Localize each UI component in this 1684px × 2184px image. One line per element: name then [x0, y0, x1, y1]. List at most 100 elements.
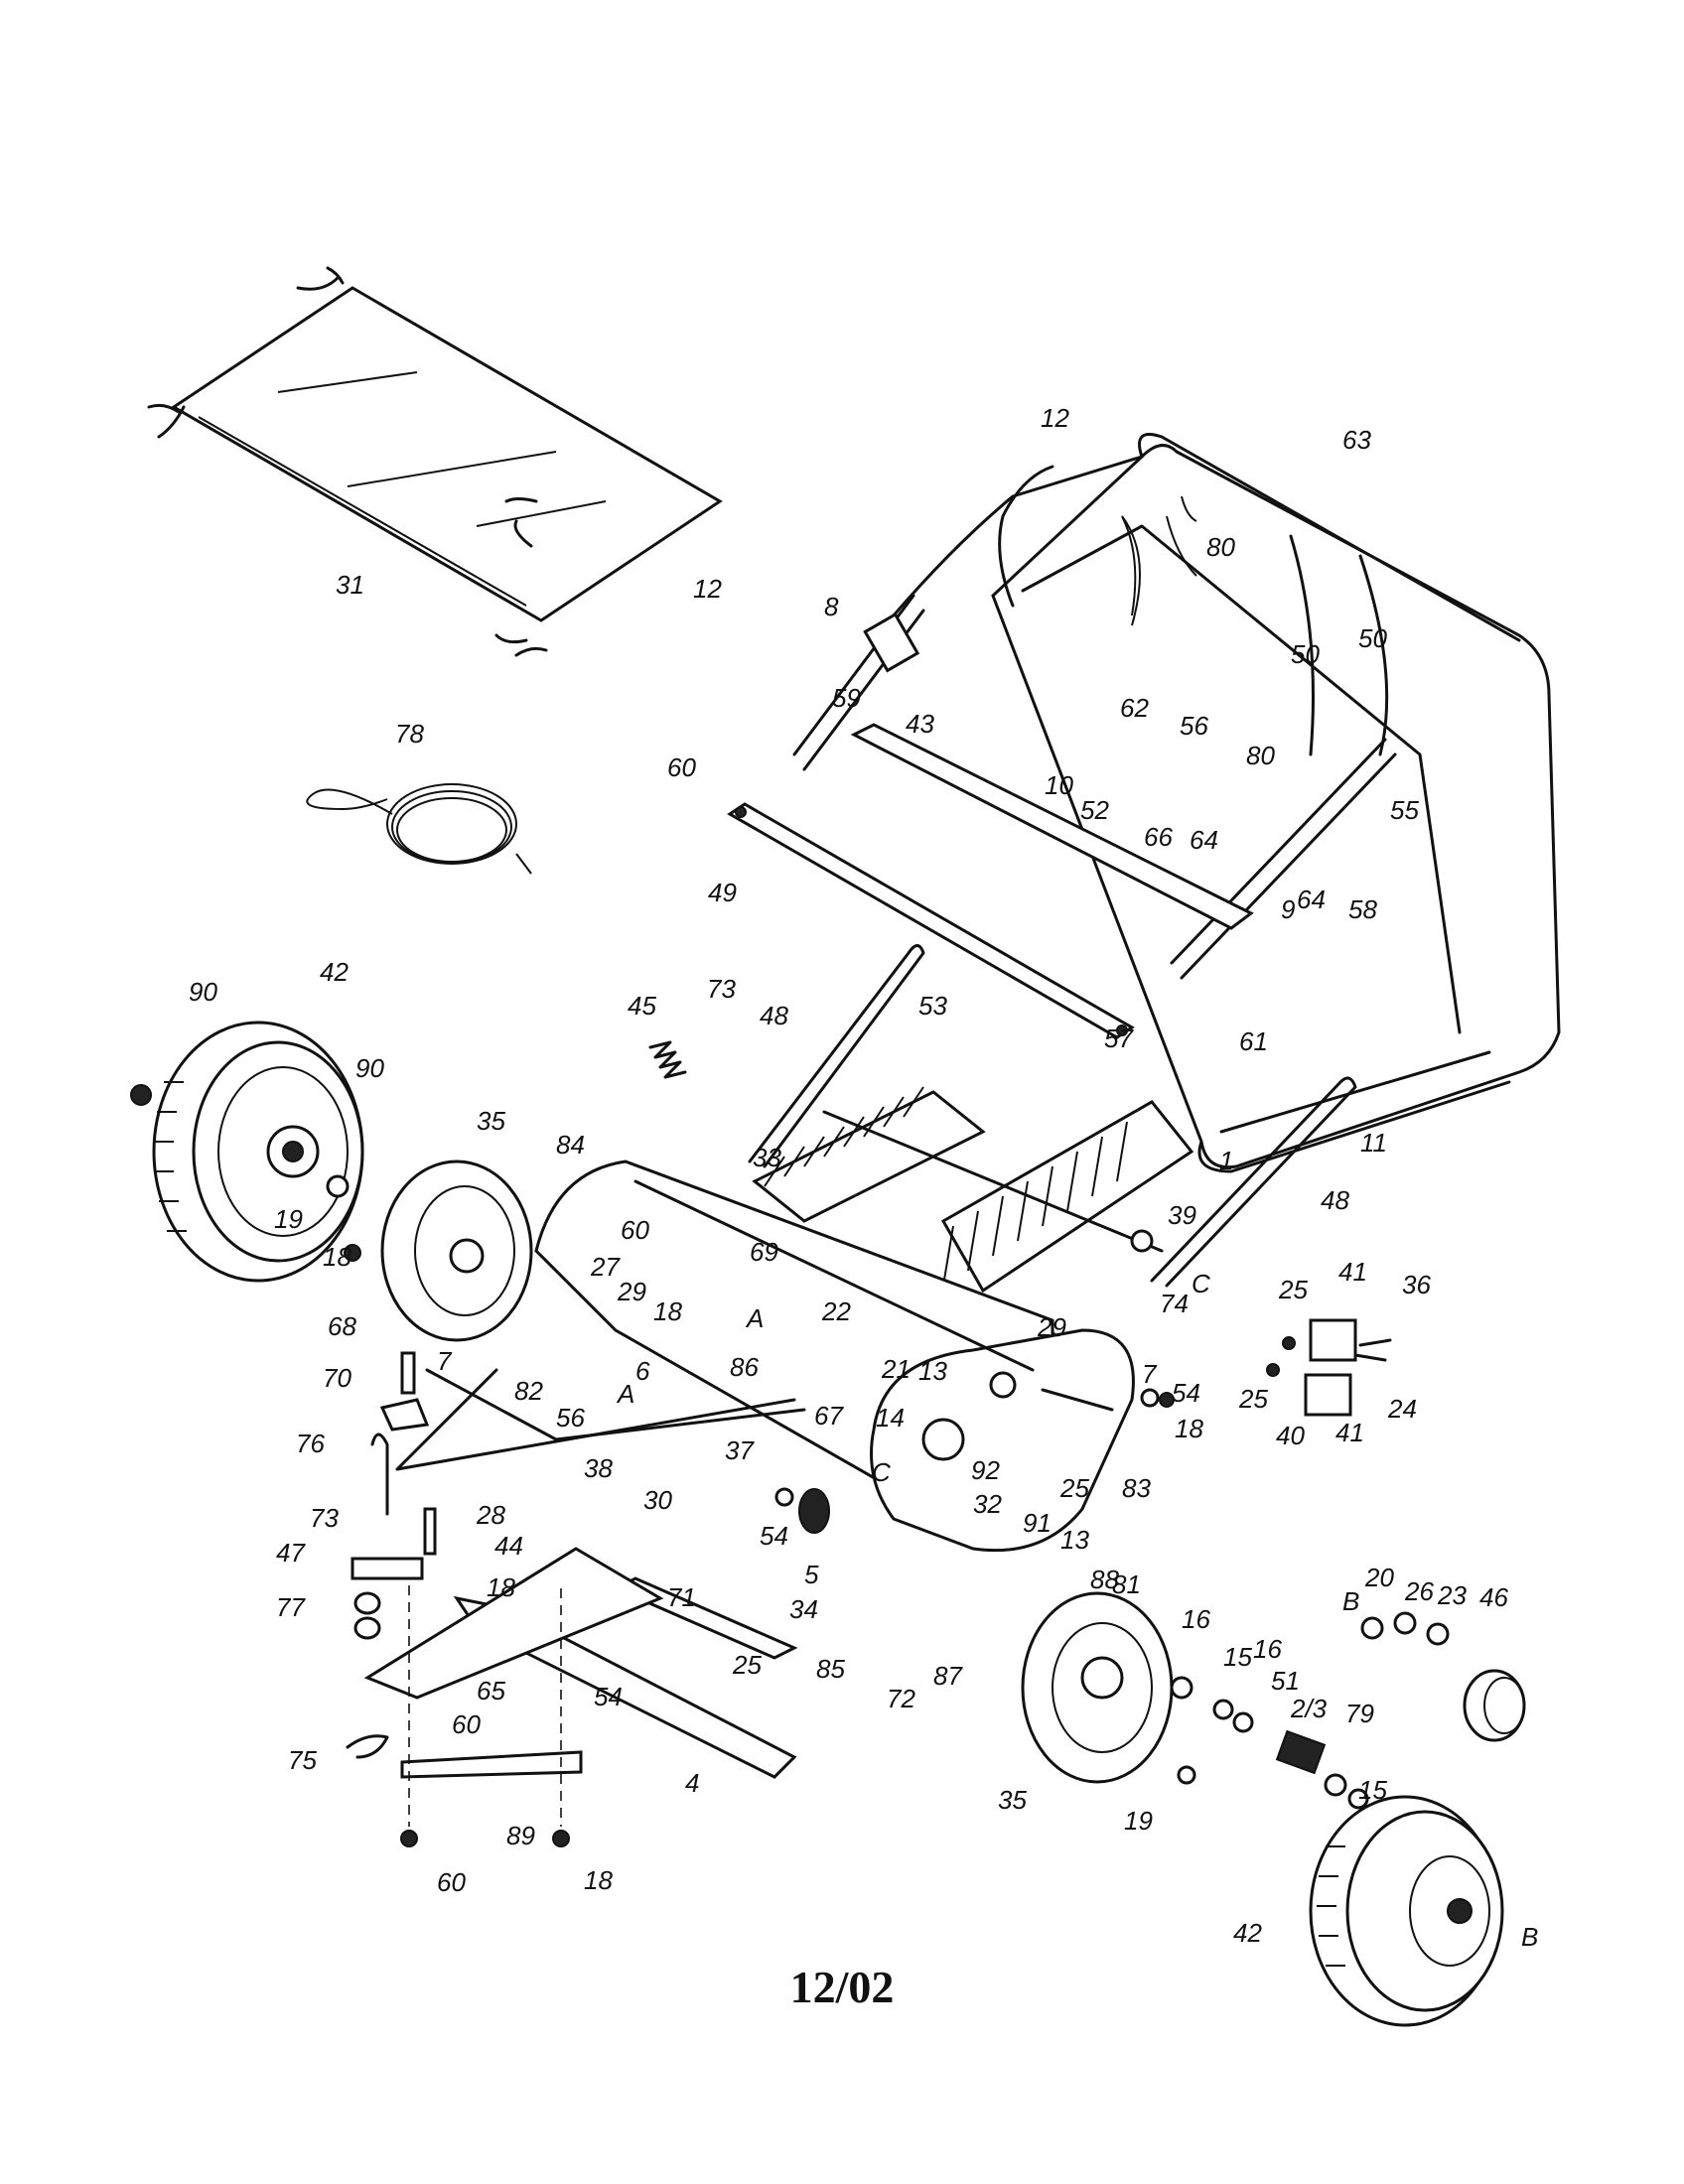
callout-54c: 54: [594, 1682, 623, 1711]
callout-84: 84: [556, 1130, 585, 1160]
callout-18c: 18: [1175, 1414, 1203, 1443]
callout-40: 40: [1276, 1421, 1305, 1450]
callout-27: 27: [590, 1252, 621, 1282]
callout-28: 28: [476, 1500, 505, 1530]
callout-24: 24: [1387, 1394, 1417, 1424]
callout-70: 70: [323, 1363, 351, 1393]
callout-19a: 19: [274, 1204, 303, 1234]
callout-letter-a2: A: [616, 1379, 634, 1409]
callout-letter-b2: B: [1521, 1922, 1538, 1952]
callout-34: 34: [789, 1594, 818, 1624]
callout-53: 53: [918, 991, 947, 1021]
callout-32: 32: [973, 1489, 1002, 1519]
callout-letter-c2: C: [872, 1457, 891, 1487]
callout-36: 36: [1402, 1270, 1431, 1299]
callout-letter-b1: B: [1342, 1586, 1359, 1616]
brush-assembly-part: [752, 1086, 1194, 1294]
callout-56a: 56: [1180, 711, 1208, 741]
cord-part: [306, 783, 532, 875]
housing-part: [534, 1160, 1135, 1553]
callout-74: 74: [1160, 1289, 1189, 1318]
callout-10: 10: [1045, 770, 1073, 800]
hub-cap-part: [1360, 1611, 1526, 1742]
callout-29a: 29: [617, 1277, 646, 1306]
callout-69: 69: [750, 1237, 778, 1267]
callout-55: 55: [1390, 795, 1419, 825]
callout-86: 86: [730, 1352, 759, 1382]
left-wheel-gear-part: [326, 1160, 533, 1342]
right-wheel-part: [1309, 1795, 1504, 2027]
callout-78: 78: [395, 719, 424, 749]
left-wheel-part: [130, 1021, 364, 1283]
callout-88: 88: [1090, 1565, 1119, 1594]
callout-39: 39: [1168, 1200, 1196, 1230]
diagram-date: 12/02: [789, 1962, 895, 2012]
callout-37: 37: [725, 1435, 755, 1465]
callout-31: 31: [336, 570, 364, 600]
callout-73a: 73: [707, 974, 736, 1004]
callout-35b: 35: [998, 1785, 1027, 1815]
callout-44: 44: [494, 1531, 523, 1561]
callout-25a: 25: [1278, 1275, 1308, 1304]
callout-30: 30: [643, 1485, 672, 1515]
callout-61: 61: [1239, 1026, 1268, 1056]
callout-41b: 41: [1335, 1418, 1364, 1447]
callout-76: 76: [296, 1429, 325, 1458]
callout-21: 21: [881, 1354, 911, 1384]
right-wheel-gear-part: [1021, 1591, 1254, 1785]
bracket-40-41-part: [1266, 1318, 1392, 1417]
callout-50b: 50: [1358, 623, 1387, 653]
callout-85: 85: [816, 1654, 845, 1684]
pinion-gear-part: [1275, 1729, 1369, 1810]
callout-50a: 50: [1291, 639, 1320, 669]
callout-91: 91: [1023, 1508, 1052, 1538]
callout-54a: 54: [1172, 1378, 1200, 1408]
callout-7a: 7: [437, 1346, 453, 1376]
callout-60c: 60: [452, 1709, 481, 1739]
callout-18b: 18: [653, 1297, 682, 1326]
callout-79: 79: [1345, 1699, 1374, 1728]
callout-67: 67: [814, 1401, 844, 1431]
callout-87: 87: [933, 1661, 963, 1691]
callout-25d: 25: [732, 1650, 762, 1680]
callout-35a: 35: [477, 1106, 505, 1136]
callout-46: 46: [1479, 1582, 1508, 1612]
callout-54b: 54: [760, 1521, 788, 1551]
callout-92: 92: [971, 1455, 1000, 1485]
callout-45: 45: [628, 991, 656, 1021]
callout-60a: 60: [667, 752, 696, 782]
bracket-89-part: [400, 1569, 583, 1847]
callout-14: 14: [876, 1403, 905, 1433]
callout-58: 58: [1348, 894, 1377, 924]
hitch-parts: [346, 1351, 437, 1759]
callout-13a: 13: [918, 1356, 947, 1386]
callout-90a: 90: [189, 977, 217, 1007]
callout-77: 77: [276, 1592, 306, 1622]
callout-41a: 41: [1338, 1257, 1367, 1287]
callout-4: 4: [685, 1768, 699, 1798]
callout-83: 83: [1122, 1473, 1151, 1503]
callout-90b: 90: [355, 1053, 384, 1083]
callout-15a: 15: [1223, 1642, 1252, 1672]
callout-18d: 18: [487, 1572, 515, 1602]
callout-15b: 15: [1358, 1775, 1387, 1805]
callout-49: 49: [708, 878, 737, 907]
callout-60d: 60: [437, 1867, 466, 1897]
callout-80a: 80: [1206, 532, 1235, 562]
spring-part: [648, 1040, 687, 1079]
callout-18e: 18: [584, 1865, 613, 1895]
callout-75: 75: [288, 1745, 317, 1775]
callout-22: 22: [821, 1297, 851, 1326]
callout-82: 82: [514, 1376, 543, 1406]
link-arm-part: [748, 944, 1357, 1288]
callout-68: 68: [328, 1311, 356, 1341]
callout-9: 9: [1281, 894, 1295, 924]
callout-72: 72: [887, 1684, 915, 1713]
callout-52: 52: [1080, 795, 1109, 825]
callout-8: 8: [824, 592, 839, 621]
callout-38: 38: [584, 1453, 613, 1483]
callout-59: 59: [832, 683, 861, 713]
front-bar-part: [363, 1547, 798, 1779]
callout-48b: 48: [1321, 1185, 1349, 1215]
callout-25c: 25: [1059, 1473, 1089, 1503]
